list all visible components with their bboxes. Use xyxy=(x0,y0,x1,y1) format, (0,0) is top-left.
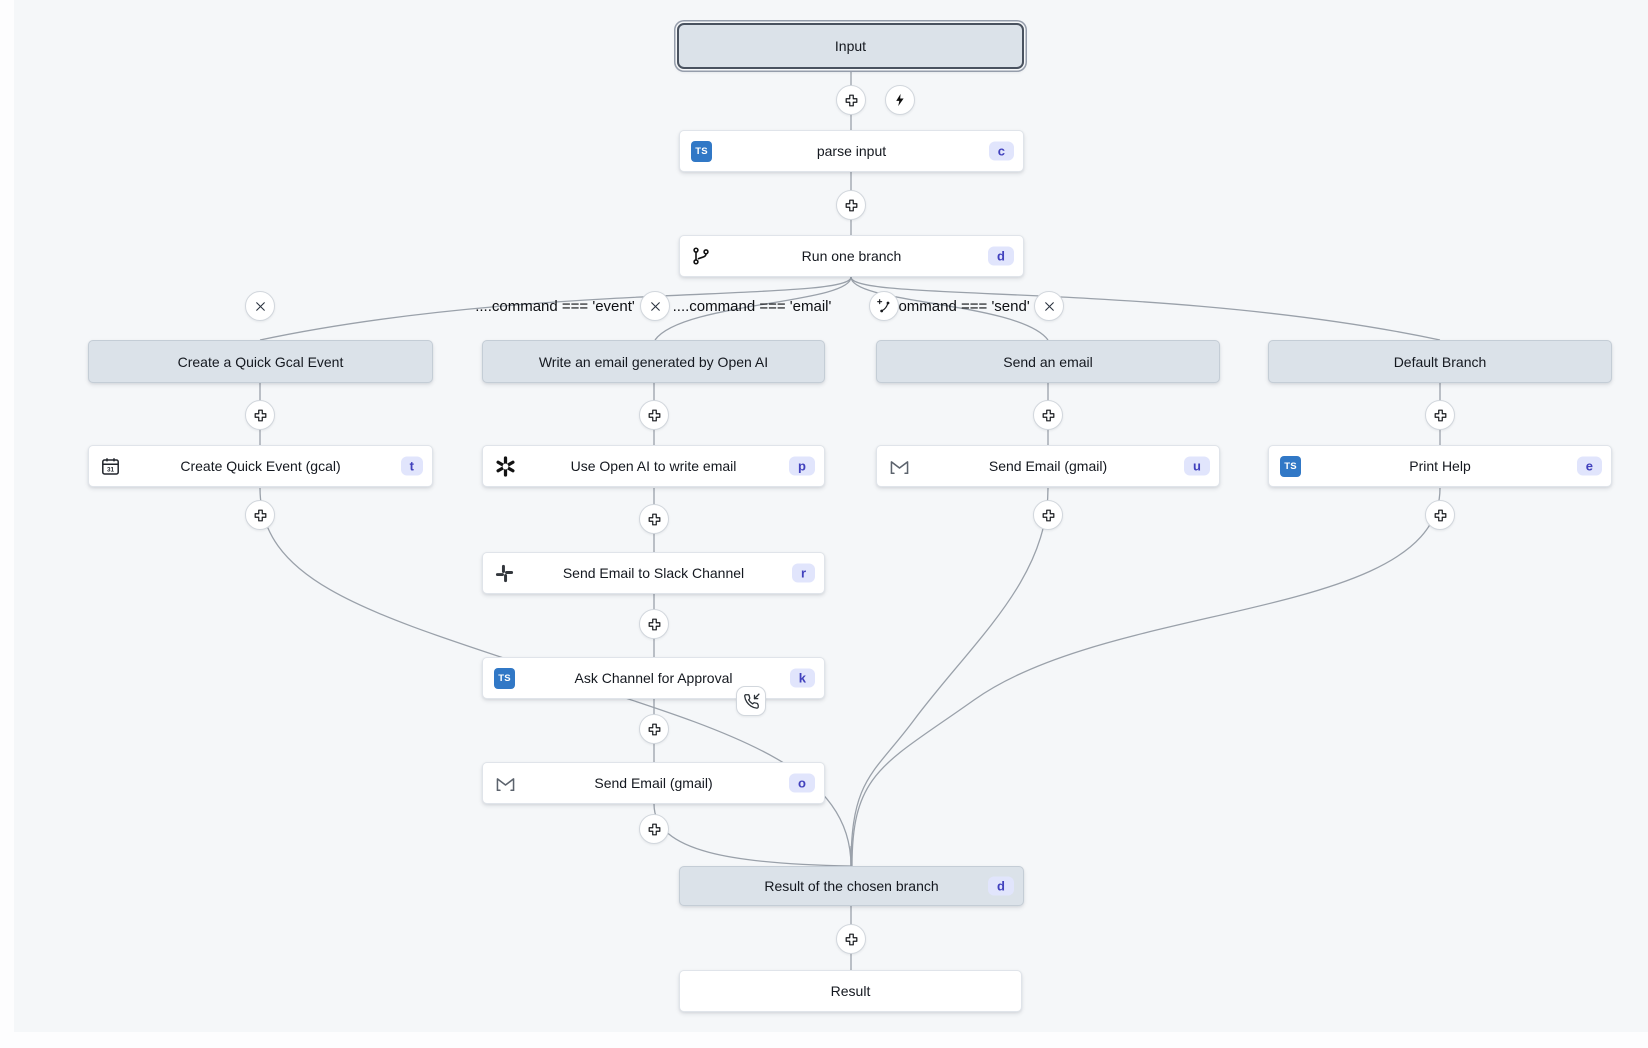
branch-header-gcal-event[interactable]: Create a Quick Gcal Event xyxy=(88,340,433,383)
gmail-icon xyxy=(494,772,517,795)
step-label: Print Help xyxy=(1409,458,1471,474)
insert-step-button[interactable] xyxy=(836,190,866,220)
step-node-send-email-gmail-u[interactable]: Send Email (gmail) u xyxy=(876,445,1220,487)
plus-icon xyxy=(648,723,660,735)
step-label: Run one branch xyxy=(801,248,902,264)
step-id-badge: k xyxy=(789,668,815,688)
plus-icon xyxy=(845,199,857,211)
plus-icon xyxy=(648,409,660,421)
branch-header-label: Default Branch xyxy=(1393,353,1487,370)
gmail-icon xyxy=(888,455,911,478)
plus-icon xyxy=(1042,509,1054,521)
plus-icon xyxy=(648,823,660,835)
step-id-badge: d xyxy=(988,246,1014,266)
insert-step-button[interactable] xyxy=(1425,500,1455,530)
step-label: Send Email (gmail) xyxy=(988,458,1108,474)
branch-header-default[interactable]: Default Branch xyxy=(1268,340,1612,383)
step-node-ask-channel-approval[interactable]: TS Ask Channel for Approval k xyxy=(482,657,825,699)
step-id-badge: u xyxy=(1184,456,1210,476)
branch-header-openai-email[interactable]: Write an email generated by Open AI xyxy=(482,340,825,383)
step-node-openai-write-email[interactable]: Use Open AI to write email p xyxy=(482,445,825,487)
step-label: Ask Channel for Approval xyxy=(574,670,733,686)
plus-icon xyxy=(254,409,266,421)
insert-step-button[interactable] xyxy=(639,504,669,534)
trigger-button[interactable] xyxy=(885,85,915,115)
step-label: parse input xyxy=(816,143,887,159)
branch-header-label: Write an email generated by Open AI xyxy=(538,353,769,370)
plus-icon xyxy=(254,509,266,521)
step-node-parse-input[interactable]: TS parse input c xyxy=(679,130,1024,172)
insert-step-button[interactable] xyxy=(1033,400,1063,430)
plus-icon xyxy=(648,513,660,525)
step-id-badge: e xyxy=(1576,456,1602,476)
branch-result-node[interactable]: Result of the chosen branch d xyxy=(679,866,1024,906)
remove-branch-button[interactable] xyxy=(640,291,670,321)
add-branch-icon xyxy=(877,299,890,313)
step-node-print-help[interactable]: TS Print Help e xyxy=(1268,445,1612,487)
insert-step-button[interactable] xyxy=(639,609,669,639)
step-node-create-quick-event[interactable]: 31 Create Quick Event (gcal) t xyxy=(88,445,433,487)
remove-branch-button[interactable] xyxy=(245,291,275,321)
step-label: Create Quick Event (gcal) xyxy=(180,458,341,474)
suspend-approval-button[interactable] xyxy=(736,686,766,716)
typescript-icon: TS xyxy=(1280,455,1301,477)
step-node-run-one-branch[interactable]: Run one branch d xyxy=(679,235,1024,277)
result-node-label: Result xyxy=(830,983,871,999)
close-icon xyxy=(255,301,265,311)
slack-icon xyxy=(494,563,515,584)
branch-result-label: Result of the chosen branch xyxy=(764,878,939,894)
step-id-badge: r xyxy=(791,563,815,583)
branch-condition-event: ....command === 'event' xyxy=(475,298,635,315)
plus-icon xyxy=(1042,409,1054,421)
add-branch-button[interactable] xyxy=(869,291,899,321)
close-icon xyxy=(1044,301,1054,311)
close-icon xyxy=(650,301,660,311)
step-node-send-email-slack[interactable]: Send Email to Slack Channel r xyxy=(482,552,825,594)
insert-step-button[interactable] xyxy=(639,714,669,744)
branch-header-send-email[interactable]: Send an email xyxy=(876,340,1220,383)
step-id-badge: t xyxy=(400,456,423,476)
insert-step-button[interactable] xyxy=(1033,500,1063,530)
plus-icon xyxy=(648,618,660,630)
insert-step-button[interactable] xyxy=(245,400,275,430)
insert-step-button[interactable] xyxy=(1425,400,1455,430)
plus-icon xyxy=(845,94,857,106)
result-node[interactable]: Result xyxy=(679,970,1022,1012)
step-id-badge: o xyxy=(789,773,815,793)
insert-step-button[interactable] xyxy=(836,924,866,954)
svg-text:31: 31 xyxy=(107,466,115,473)
remove-branch-button[interactable] xyxy=(1034,291,1064,321)
input-node[interactable]: Input xyxy=(677,23,1024,69)
branch-condition-send: ....command === 'send' xyxy=(874,298,1030,315)
lightning-icon xyxy=(896,93,904,107)
step-id-badge: p xyxy=(789,456,815,476)
step-label: Send Email to Slack Channel xyxy=(562,565,745,581)
step-label: Use Open AI to write email xyxy=(570,458,737,474)
insert-step-button[interactable] xyxy=(836,85,866,115)
git-branch-icon xyxy=(691,246,711,266)
plus-icon xyxy=(845,933,857,945)
step-label: Send Email (gmail) xyxy=(594,775,713,791)
typescript-icon: TS xyxy=(494,667,515,689)
branch-header-label: Create a Quick Gcal Event xyxy=(177,353,344,370)
insert-step-button[interactable] xyxy=(639,400,669,430)
typescript-icon: TS xyxy=(691,140,712,162)
flow-canvas[interactable]: Input TS parse input c Run one branch d xyxy=(14,0,1648,1032)
input-node-label: Input xyxy=(834,38,867,54)
insert-step-button[interactable] xyxy=(639,814,669,844)
insert-step-button[interactable] xyxy=(245,500,275,530)
openai-icon xyxy=(494,455,517,478)
calendar-icon: 31 xyxy=(100,456,121,477)
step-node-send-email-gmail-o[interactable]: Send Email (gmail) o xyxy=(482,762,825,804)
branch-condition-email: ....command === 'email' xyxy=(672,298,832,315)
step-id-badge: d xyxy=(988,876,1014,896)
step-id-badge: c xyxy=(988,141,1014,161)
phone-incoming-icon xyxy=(743,692,760,709)
plus-icon xyxy=(1434,409,1446,421)
plus-icon xyxy=(1434,509,1446,521)
branch-header-label: Send an email xyxy=(1003,353,1093,370)
